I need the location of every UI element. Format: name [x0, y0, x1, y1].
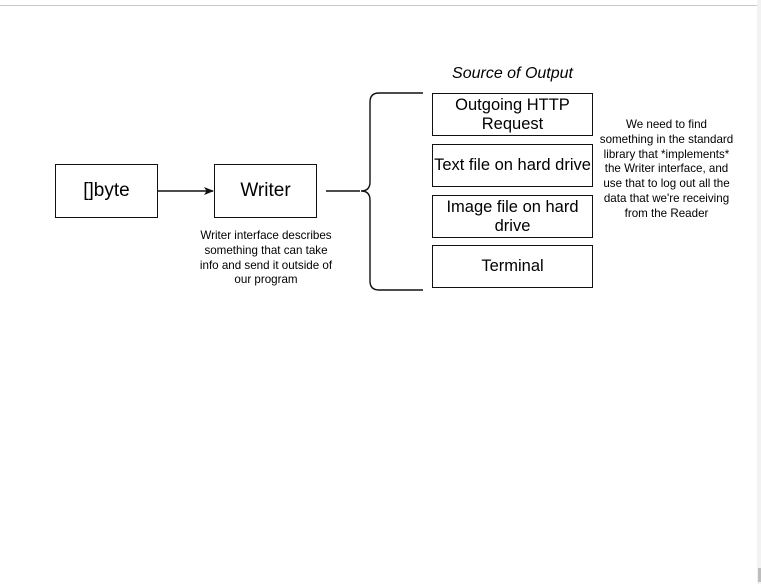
writer-interface-note: Writer interface describes something tha…: [199, 229, 333, 287]
output-brace: [360, 92, 423, 291]
scrollbar-track[interactable]: [757, 0, 761, 584]
output-node-terminal[interactable]: Terminal: [432, 245, 593, 288]
output-node-image-file[interactable]: Image file on hard drive: [432, 195, 593, 238]
output-node-http[interactable]: Outgoing HTTP Request: [432, 93, 593, 136]
implementation-note: We need to find something in the standar…: [599, 118, 734, 220]
scrollbar-thumb[interactable]: [758, 568, 761, 582]
output-node-label: Text file on hard drive: [434, 156, 591, 175]
output-node-label: Image file on hard drive: [446, 198, 579, 235]
writer-node[interactable]: Writer: [214, 164, 317, 218]
writer-node-label: Writer: [240, 180, 291, 202]
output-node-label: Terminal: [481, 257, 544, 276]
byte-node[interactable]: []byte: [55, 164, 158, 218]
output-node-text-file[interactable]: Text file on hard drive: [432, 144, 593, 187]
source-of-output-title: Source of Output: [452, 65, 573, 82]
output-node-label: Outgoing HTTP Request: [455, 96, 570, 133]
byte-node-label: []byte: [83, 180, 130, 202]
top-divider: [0, 5, 757, 6]
